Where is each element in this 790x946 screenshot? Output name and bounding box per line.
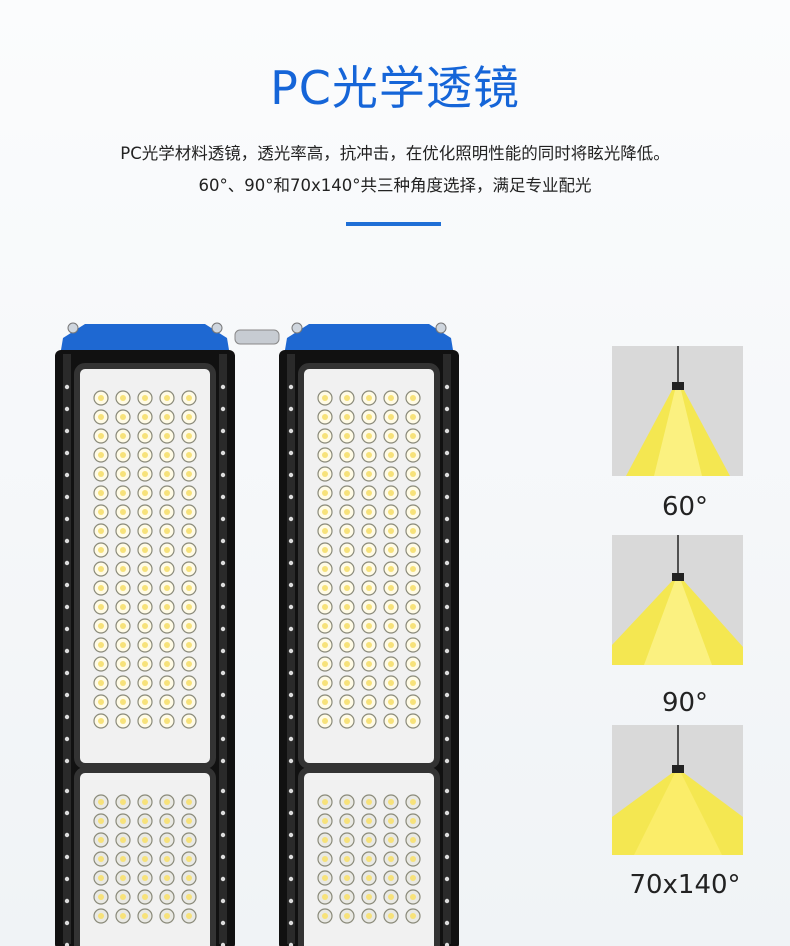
beam-70x140-illustration xyxy=(612,725,743,855)
led-module-2 xyxy=(279,322,459,946)
led-light-product-image xyxy=(55,322,459,946)
beam-card-70x140 xyxy=(612,725,743,855)
joining-bracket xyxy=(234,329,280,345)
cap-bolt xyxy=(67,322,79,334)
beam-label-70x140: 70x140° xyxy=(629,870,741,900)
cap-bolt xyxy=(435,322,447,334)
description-line-2: 60°、90°和70x140°共三种角度选择，满足专业配光 xyxy=(198,176,592,195)
led-module-1 xyxy=(55,322,235,946)
beam-label-90: 90° xyxy=(661,688,709,718)
cap-bolt xyxy=(211,322,223,334)
end-cap xyxy=(60,324,230,356)
beam-60-illustration xyxy=(626,346,730,476)
title-divider xyxy=(346,222,441,226)
description-line-1: PC光学材料透镜，透光率高，抗冲击，在优化照明性能的同时将眩光降低。 xyxy=(120,144,670,163)
end-cap xyxy=(284,324,454,356)
cap-bolt xyxy=(291,322,303,334)
page-title: PC光学透镜 xyxy=(270,61,520,115)
beam-card-90 xyxy=(612,535,743,665)
beam-label-60: 60° xyxy=(661,492,709,522)
beam-90-illustration xyxy=(612,535,743,665)
beam-card-60 xyxy=(612,346,743,476)
